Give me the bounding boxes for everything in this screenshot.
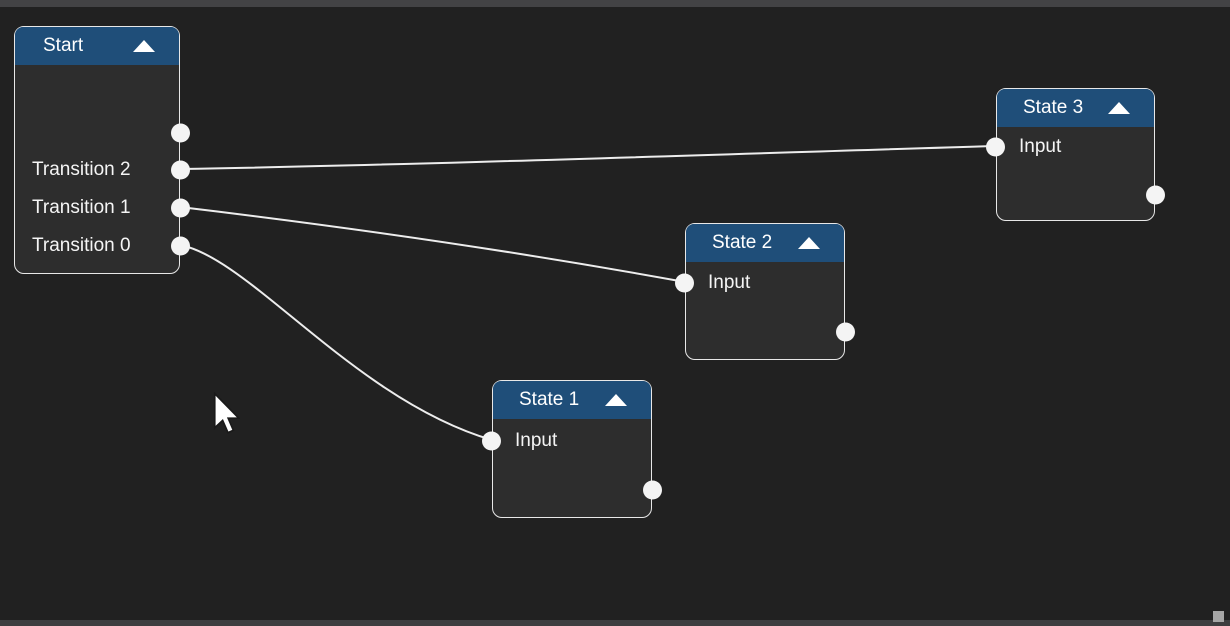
node-state-1-header[interactable]: State 1 — [493, 381, 651, 419]
output-row — [493, 471, 662, 509]
output-row-label: Transition 2 — [32, 159, 131, 180]
node-title: Start — [43, 35, 84, 56]
input-row-label: Input — [515, 430, 558, 451]
top-border-strip — [0, 0, 1230, 7]
output-port[interactable] — [643, 480, 662, 500]
node-title: State 1 — [519, 389, 580, 410]
connection-wire-transition0-state1[interactable] — [179, 244, 493, 441]
collapse-up-icon[interactable] — [1108, 102, 1130, 114]
node-state-3[interactable]: State 3 Input — [986, 88, 1165, 221]
input-row: Input — [675, 264, 844, 302]
node-title: State 3 — [1023, 97, 1084, 118]
output-row-label: Transition 0 — [32, 235, 131, 256]
output-port[interactable] — [171, 160, 190, 180]
bottom-border-strip — [0, 620, 1230, 626]
output-row-transition-1: Transition 1 — [15, 189, 190, 227]
input-port[interactable] — [986, 137, 1005, 157]
collapse-up-icon[interactable] — [133, 40, 155, 52]
input-row: Input — [986, 128, 1154, 166]
mouse-arrow-cursor — [213, 391, 241, 439]
output-row — [15, 114, 190, 152]
node-state-1[interactable]: State 1 Input — [482, 380, 662, 518]
output-row — [997, 176, 1165, 214]
output-port[interactable] — [836, 322, 855, 342]
connection-wire-transition2-state3[interactable] — [179, 145, 997, 170]
output-row — [686, 313, 855, 351]
output-row-label: Transition 1 — [32, 197, 131, 218]
input-row-label: Input — [1019, 136, 1062, 157]
node-start-header[interactable]: Start — [15, 27, 179, 65]
output-port[interactable] — [1146, 185, 1165, 205]
input-row: Input — [482, 422, 651, 460]
node-state-2-header[interactable]: State 2 — [686, 224, 844, 262]
output-row-transition-2: Transition 2 — [15, 151, 190, 189]
node-start[interactable]: Start Transition 2 Transition 1 Transiti… — [14, 26, 190, 274]
output-port[interactable] — [171, 198, 190, 218]
collapse-up-icon[interactable] — [798, 237, 820, 249]
collapse-up-icon[interactable] — [605, 394, 627, 406]
connection-wire-transition1-state2[interactable] — [179, 206, 686, 283]
input-row-label: Input — [708, 272, 751, 293]
output-row-transition-0: Transition 0 — [15, 227, 190, 265]
input-port[interactable] — [482, 431, 501, 451]
window-resize-grip[interactable] — [1213, 611, 1224, 622]
output-port[interactable] — [171, 123, 190, 143]
node-title: State 2 — [712, 232, 773, 253]
node-state-3-header[interactable]: State 3 — [997, 89, 1154, 127]
node-state-2[interactable]: State 2 Input — [675, 223, 855, 360]
output-port[interactable] — [171, 236, 190, 256]
input-port[interactable] — [675, 273, 694, 293]
